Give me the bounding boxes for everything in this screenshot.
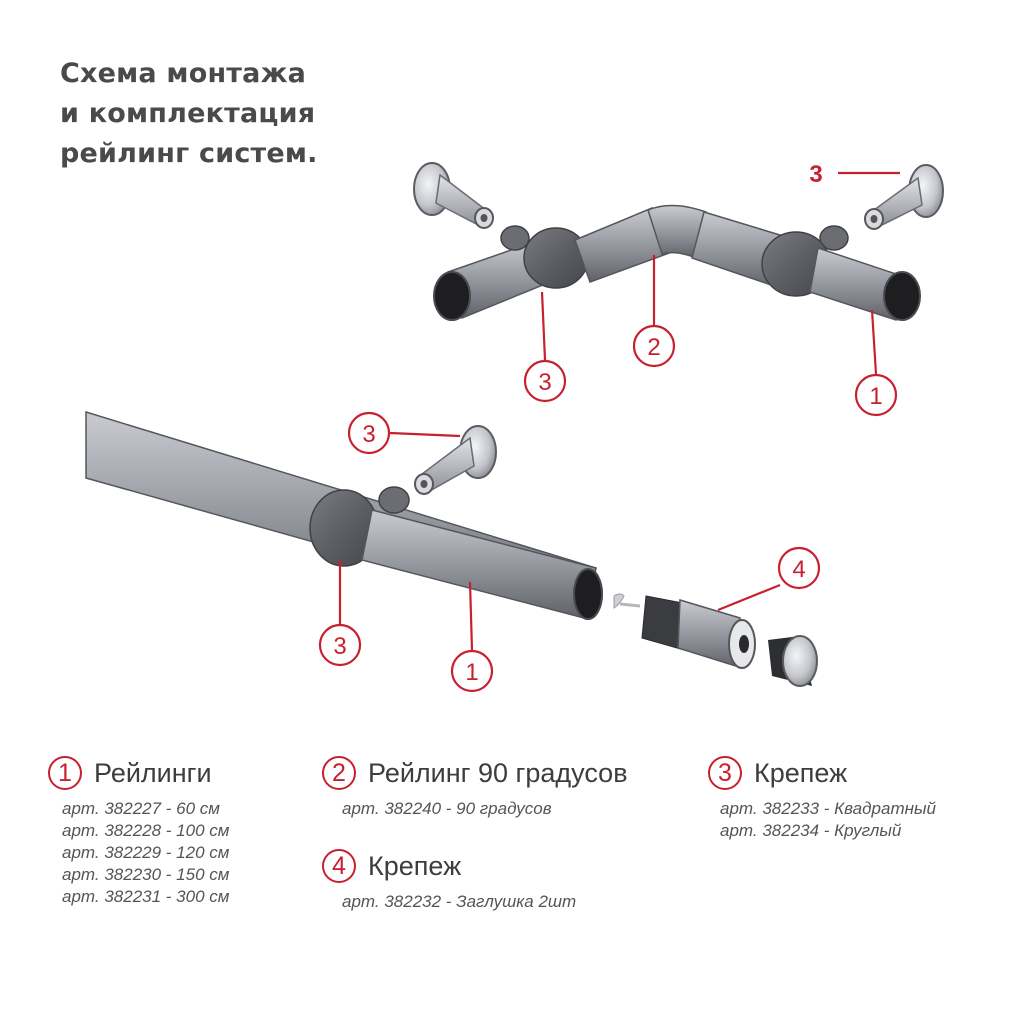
- legend-endcap-number: 4: [322, 849, 356, 883]
- legend-rail90-name: Рейлинг 90 градусов: [368, 757, 628, 788]
- callout-bottom-3-top: [347, 411, 391, 455]
- callout-top-1: [854, 373, 898, 417]
- legend-mount-name: Крепеж: [754, 757, 848, 788]
- callout-bottom-1-label: 1: [465, 659, 478, 686]
- end-cap-parts: [613, 593, 818, 687]
- legend-rail90-number: 2: [322, 756, 356, 790]
- legend-rails-item: арт. 382231 - 300 см: [62, 887, 230, 906]
- callouts: [318, 171, 900, 693]
- legend-rails-item: арт. 382228 - 100 см: [62, 821, 230, 840]
- title-line-1: Схема монтажа: [60, 58, 307, 89]
- legend-mount-item: арт. 382233 - Квадратный: [720, 799, 936, 818]
- callout-bottom-1: [450, 649, 494, 693]
- legend-rail90-item: арт. 382240 - 90 градусов: [342, 799, 552, 818]
- callout-top-right-3-label: 3: [809, 161, 822, 188]
- rail-straight-assembly: [85, 410, 818, 687]
- callout-bottom-3-label: 3: [333, 633, 346, 660]
- rail-90-assembly: [413, 162, 944, 321]
- legend-endcap: 4 Крепеж арт. 382232 - Заглушка 2шт: [322, 849, 576, 913]
- callout-bottom-3-top-label: 3: [362, 421, 375, 448]
- callout-bottom-4: [777, 546, 821, 590]
- title-line-3: рейлинг систем.: [60, 138, 318, 169]
- legend-rails-item: арт. 382229 - 120 см: [62, 843, 230, 862]
- title-line-2: и комплектация: [60, 98, 316, 129]
- legend-rails-name: Рейлинги: [94, 757, 212, 788]
- callout-bottom-4-label: 4: [792, 556, 805, 583]
- callout-labels: 3 2 1 3 3 3 1 4: [333, 161, 882, 686]
- legend-rails-number: 1: [48, 756, 82, 790]
- legend-mount-number: 3: [708, 756, 742, 790]
- mount-bracket-top-left: [413, 162, 494, 229]
- leader-bottom-1: [468, 581, 474, 651]
- callout-bottom-3: [318, 623, 362, 667]
- mount-bracket-bottom: [414, 425, 497, 495]
- callout-top-2-label: 2: [647, 334, 660, 361]
- legend-rails-item: арт. 382230 - 150 см: [62, 865, 230, 884]
- diagram-title: Схема монтажа и комплектация рейлинг сис…: [60, 54, 318, 174]
- joint-left: [500, 225, 589, 289]
- legend-endcap-item: арт. 382232 - Заглушка 2шт: [342, 892, 577, 911]
- callout-top-2: [632, 324, 676, 368]
- legend-rail90: 2 Рейлинг 90 градусов арт. 382240 - 90 г…: [322, 756, 628, 820]
- mount-bracket-top-right: [864, 164, 944, 230]
- callout-top-1-label: 1: [869, 383, 882, 410]
- legend-mount-item: арт. 382234 - Круглый: [720, 821, 902, 840]
- legend-mount: 3 Крепеж арт. 382233 - Квадратный арт. 3…: [708, 756, 936, 842]
- legend-endcap-name: Крепеж: [368, 850, 462, 881]
- legend-rails: 1 Рейлинги арт. 382227 - 60 см арт. 3822…: [48, 756, 229, 908]
- leader-top-3: [540, 291, 547, 361]
- legend-rails-item: арт. 382227 - 60 см: [62, 799, 220, 818]
- callout-top-3: [523, 359, 567, 403]
- leader-top-1: [870, 309, 878, 375]
- callout-top-3-label: 3: [538, 369, 551, 396]
- leader-bottom-3-top: [389, 431, 461, 438]
- leader-bottom-4: [717, 583, 781, 612]
